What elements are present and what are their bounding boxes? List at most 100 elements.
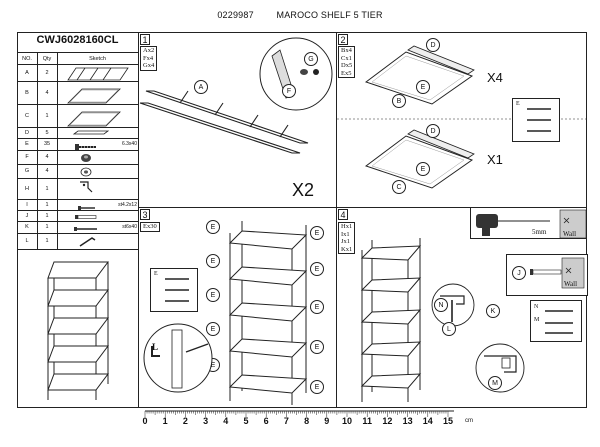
step3-callout-e: E (310, 380, 324, 394)
step2-callout-e-top: E (416, 80, 430, 94)
step2-part: Cx1 (341, 54, 352, 62)
row-no: J (25, 212, 29, 219)
step4-part: Kx1 (341, 245, 353, 253)
row-qty: 5 (45, 129, 49, 136)
ruler-number: 5 (243, 416, 249, 426)
step3-callout-e: E (310, 300, 324, 314)
row-no: C (25, 112, 29, 119)
product-title: MAROCO SHELF 5 TIER (276, 10, 383, 20)
table-line (17, 210, 138, 211)
sketch-d-bar (72, 130, 110, 135)
row-spec (99, 164, 137, 178)
screwdriver-icon (527, 108, 551, 132)
divider-step4-inner (470, 207, 471, 238)
screwdriver-icon (165, 278, 189, 302)
step3-callout-e: E (206, 220, 220, 234)
step3-shelf-illustration (228, 221, 308, 405)
step2-shelf-bottom-illustration (364, 129, 475, 189)
row-qty: 1 (45, 201, 49, 208)
step3-callout-e: E (310, 262, 324, 276)
table-line (17, 233, 138, 234)
step3-callout-e: E (206, 322, 220, 336)
row-no: I (26, 201, 28, 208)
row-spec: st6x40 (122, 224, 137, 230)
step4-callout-m: M (488, 376, 502, 390)
step4-part: Ix1 (341, 230, 350, 238)
header-sketch: Sketch (89, 55, 106, 62)
step2-callout-d-top: D (426, 38, 440, 52)
row-no: A (25, 70, 29, 76)
step2-shelf-top-illustration (364, 45, 475, 105)
table-line (17, 81, 138, 82)
row-qty: 2 (45, 70, 49, 76)
row-spec (99, 150, 137, 164)
parts-table-title: CWJ6028160CL (36, 34, 119, 46)
row-spec (99, 233, 137, 249)
sketch-j-anchor-icon (75, 215, 97, 219)
row-qty: 4 (45, 168, 49, 174)
step2-multiplier-bottom: X1 (487, 152, 503, 167)
row-spec (99, 210, 137, 221)
step1-callout-f: F (282, 84, 296, 98)
table-line (17, 104, 138, 105)
step3-callout-e: E (310, 226, 324, 240)
step1-callout-a: A (194, 80, 208, 94)
step4-inset-m-label: M (534, 317, 540, 323)
wall-bottom-label: Wall (564, 280, 578, 288)
assembled-shelf-illustration (47, 261, 109, 400)
table-line (17, 249, 138, 250)
step2-part-list: Bx4 Cx1 Dx5 Ex5 (338, 46, 356, 78)
step3-number: 3 (140, 209, 150, 220)
step2-part: Bx4 (341, 47, 352, 54)
header-no: NO. (22, 55, 32, 62)
sketch-a-frame (67, 67, 129, 81)
row-no: K (25, 224, 29, 230)
anchor-screw-icon (530, 269, 562, 275)
step2-number: 2 (338, 34, 348, 45)
table-line (17, 138, 138, 139)
step2-callout-b: B (392, 94, 406, 108)
step3-inset-label: E (154, 271, 158, 277)
step3-hand-label: L (152, 342, 159, 352)
ruler-number: 10 (341, 416, 353, 426)
step1-part: Gx4 (143, 62, 155, 69)
document-header: 0229987 MAROCO SHELF 5 TIER (0, 10, 600, 20)
table-col-line (37, 53, 38, 249)
step3-part-list: Ex30 (140, 222, 160, 232)
ruler-number: 9 (324, 416, 330, 426)
step1-part: Fx4 (143, 54, 154, 62)
step3-detail-circle (143, 323, 213, 393)
step1-part: Ax2 (143, 47, 155, 54)
sketch-b-shelf (67, 88, 121, 104)
step4-tool-inset: N M (530, 300, 582, 342)
header-qty: Qty (42, 55, 52, 62)
row-no: E (25, 141, 29, 147)
step2-tool-inset: E (512, 98, 560, 142)
step4-part: Hx1 (341, 223, 353, 230)
row-no: D (25, 129, 29, 136)
row-no: F (25, 154, 29, 160)
step2-multiplier-top: X4 (487, 70, 503, 85)
table-line (17, 150, 138, 151)
divider-table (138, 32, 139, 408)
table-header-row: NO. Qty Sketch (17, 53, 138, 64)
product-code: 0229987 (217, 10, 254, 20)
step1-detail-circle (259, 37, 333, 111)
ruler-number: 12 (382, 416, 393, 426)
row-spec (99, 178, 137, 199)
row-qty: 4 (45, 89, 49, 96)
step4-inset-n-label: N (534, 304, 539, 310)
row-qty: 1 (45, 212, 49, 219)
ruler-number: 3 (203, 416, 209, 426)
ruler-number: 0 (142, 416, 148, 426)
ruler-number: 8 (304, 416, 310, 426)
step2-callout-c: C (392, 180, 406, 194)
sketch-h-bracket-icon (80, 181, 93, 193)
